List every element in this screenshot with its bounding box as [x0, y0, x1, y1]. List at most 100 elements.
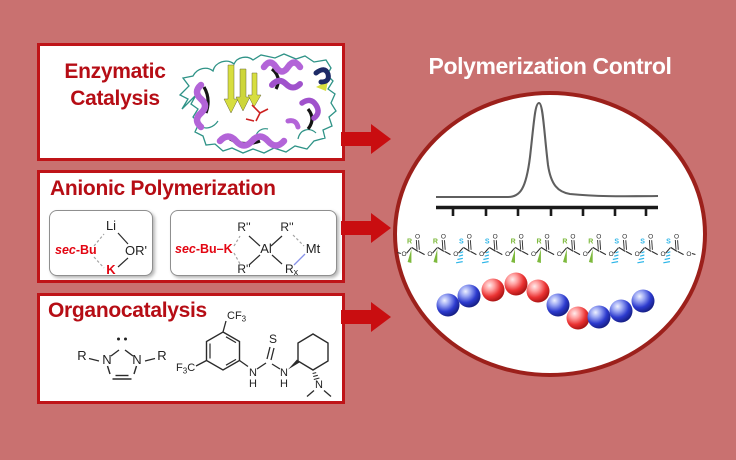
loop-ribbon [178, 53, 337, 154]
bond [271, 363, 281, 370]
wedge-bond-r [537, 249, 541, 263]
bond [117, 232, 129, 245]
hashed-bond-s [641, 251, 645, 254]
stereocenter-label: R [511, 239, 516, 246]
hashed-bond-s [665, 254, 671, 257]
hashed-bond [312, 372, 317, 375]
stereocenter-label: S [459, 239, 464, 246]
carbonyl-oxygen-label: O [415, 234, 420, 241]
bond [256, 362, 267, 370]
helix-bottom [216, 133, 288, 149]
carbene-lone-pair-dot [124, 337, 127, 341]
carbonyl-oxygen-label: O [674, 234, 679, 241]
blue-bead [587, 305, 611, 329]
bond [271, 254, 283, 265]
arrow-enzymatic-to-circle [341, 124, 391, 154]
helix-right-2 [269, 77, 303, 91]
hashed-bond-s [611, 261, 619, 264]
enzymatic-catalysis-title: Enzymatic Catalysis [64, 60, 166, 111]
hashed-bond-s [667, 251, 671, 254]
f3c-label: F3C [176, 362, 195, 376]
cs-double-bond [266, 346, 271, 360]
hashed-bond-s [483, 257, 489, 261]
thiourea-catalyst-structure: CF3 F3C N H S N H N [176, 310, 332, 397]
blue-bead [631, 289, 655, 313]
r-group-label: R [77, 348, 86, 363]
hashed-bond-s [485, 251, 490, 254]
hashed-bond-s [664, 257, 671, 261]
ester-oxygen-label: O [557, 251, 562, 258]
helix-top-right [260, 59, 304, 75]
lithium-alkoxide-complex-box: sec-Bu Li OR' K [49, 210, 153, 277]
sec-peak-curve [436, 101, 659, 199]
bond [106, 365, 111, 375]
k-label: K [106, 262, 116, 277]
arrow-anionic-to-circle [341, 213, 391, 243]
stereocenter-label: S [666, 239, 671, 246]
bond [306, 390, 315, 397]
anionic-polymerization-box: Anionic Polymerization sec-Bu Li OR' K [37, 170, 345, 283]
carbonyl-oxygen-label: O [544, 234, 549, 241]
wedge-bond-r [511, 249, 515, 263]
stereocenter-label: R [536, 239, 541, 246]
benzene-ring [205, 331, 241, 371]
bond [248, 235, 261, 247]
wedge-bond [288, 359, 300, 370]
bond [270, 235, 283, 247]
hashed-bond-s [612, 257, 619, 261]
beta-sheet-1 [223, 64, 239, 114]
carbonyl-oxygen-label: O [519, 234, 524, 241]
bond [133, 365, 138, 375]
helix-small [285, 118, 301, 130]
carbonyl-oxygen-label: O [622, 234, 627, 241]
aromatic-double-bond [225, 336, 237, 344]
bond [88, 357, 100, 362]
carbonyl-oxygen-label: O [570, 234, 575, 241]
red-bead [481, 278, 505, 302]
mt-blue-bond [293, 253, 306, 266]
aromatic-double-bond [225, 358, 237, 366]
wedge-bond-r [433, 249, 438, 263]
dashed-bond [93, 256, 105, 269]
wedge-bond-r [588, 249, 593, 263]
li-label: Li [106, 218, 116, 233]
red-bead [526, 279, 550, 303]
dashed-bond [292, 234, 305, 247]
stereocenter-label: R [433, 239, 438, 246]
aluminum-ate-complex: sec-Bu–K R'' R'' R'' Al Rx Mt [175, 220, 321, 277]
n-label: N [132, 352, 141, 367]
bond [195, 359, 207, 367]
bond [110, 349, 120, 357]
ligand-sticks [245, 104, 269, 122]
dashed-bond [233, 252, 241, 265]
bond [239, 359, 249, 368]
stereocenter-label: S [485, 239, 490, 246]
wedge-bond-r [563, 249, 567, 263]
r-doubleprime-label: R'' [280, 220, 293, 234]
protein-ribbon-illustration [178, 53, 337, 154]
nh-h-label: H [280, 378, 288, 390]
bond [323, 390, 332, 397]
polymerization-control-circle [393, 91, 707, 377]
stereo-bead-chain [436, 272, 655, 330]
al-label: Al [260, 241, 272, 256]
carbonyl-oxygen-label: O [467, 234, 472, 241]
hashed-bond [313, 377, 320, 381]
aluminum-ate-complex-box: sec-Bu–K R'' R'' R'' Al Rx Mt [170, 210, 337, 277]
helix-left [193, 81, 209, 131]
stereocenter-label: R [407, 239, 412, 246]
sec-trace-chart [436, 101, 659, 216]
cs-double-bond [270, 347, 275, 361]
page-title: Polymerization Control [428, 53, 672, 79]
bond [124, 349, 134, 357]
ester-oxygen-label: O [505, 251, 510, 258]
ester-oxygen-label: O [479, 251, 484, 258]
navy-ribbon [313, 67, 331, 85]
hashed-bond-s [637, 261, 645, 264]
blue-bead [436, 293, 460, 317]
blue-bead [457, 284, 481, 308]
nh-h-label: H [249, 378, 257, 390]
hashed-bond-s [639, 254, 645, 257]
